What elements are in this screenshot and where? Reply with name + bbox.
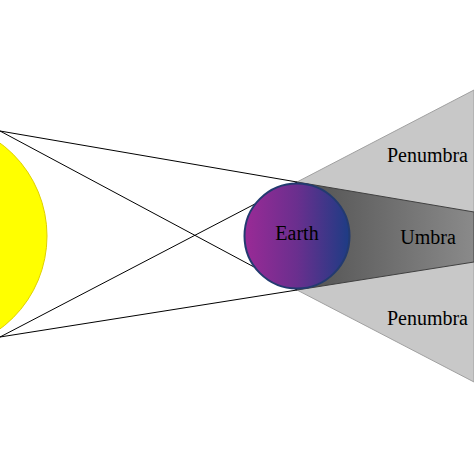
umbra-label: Umbra <box>400 226 456 248</box>
earth-outline <box>245 184 350 289</box>
earth-circle: Earth <box>243 182 351 290</box>
ray-line <box>0 131 297 182</box>
sun-disc <box>0 121 47 352</box>
node-label: Earth <box>275 222 318 244</box>
penumbra-label: Penumbra <box>387 144 468 166</box>
penumbra-label: Penumbra <box>387 307 468 329</box>
